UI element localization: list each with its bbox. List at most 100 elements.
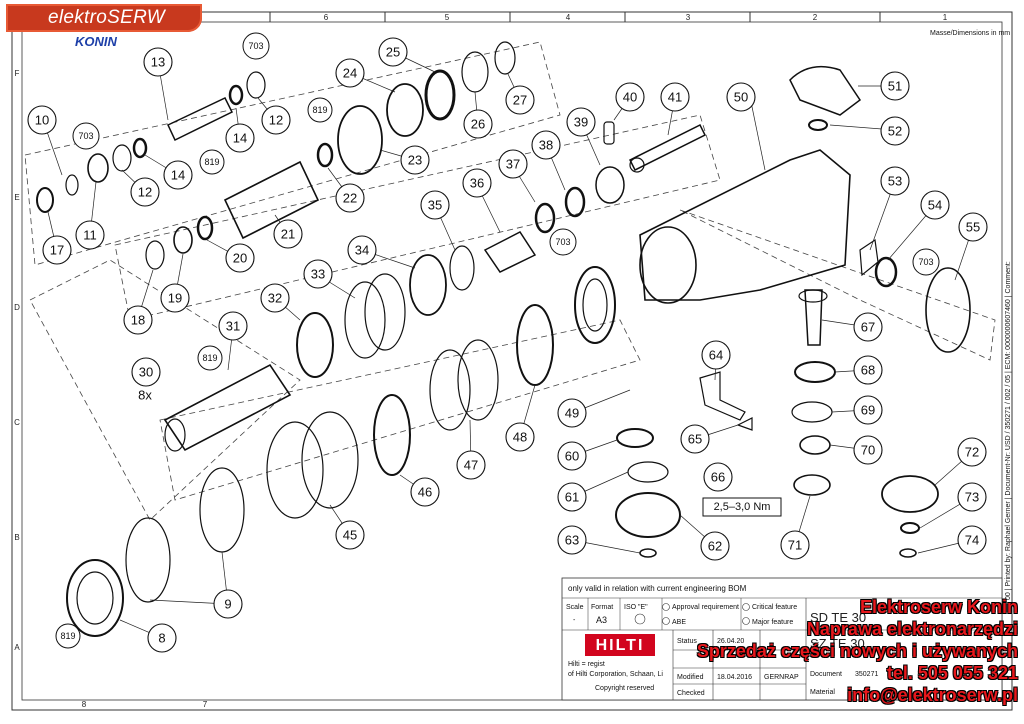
grid-col-4: 4	[566, 13, 571, 22]
callout-circles	[27, 37, 988, 653]
callout-39: 39	[574, 115, 588, 130]
callout-66: 66	[711, 470, 725, 485]
part-36-bolt	[483, 231, 537, 273]
callout-67: 67	[861, 320, 875, 335]
grid-col-3: 3	[686, 13, 691, 22]
modified-label: Modified	[677, 674, 704, 681]
callout-23: 23	[408, 153, 422, 168]
part-18-ring	[145, 240, 165, 270]
callout-61: 61	[565, 490, 579, 505]
callout-46: 46	[418, 485, 432, 500]
part-52-oring	[808, 119, 828, 131]
callout-24: 24	[343, 66, 357, 81]
part-12-ring-a	[112, 144, 132, 172]
part-33-spring-a	[344, 281, 386, 359]
status-label: Status	[677, 638, 697, 645]
callout-48: 48	[513, 430, 527, 445]
callout-numbers: 10 11 12 13 14 14 12 17 18 19 20 21 22 2…	[35, 41, 980, 646]
part-40-pin	[603, 121, 615, 145]
callout-32: 32	[268, 291, 282, 306]
callout-38: 38	[539, 138, 553, 153]
part-64-bracket	[699, 371, 746, 421]
callout-49: 49	[565, 406, 579, 421]
callout-21: 21	[281, 227, 295, 242]
part-33-spring-b	[364, 273, 406, 351]
part-9-ring-a	[125, 517, 171, 603]
callout-819b: 819	[204, 157, 219, 167]
callout-65: 65	[688, 432, 702, 447]
callout-68: 68	[861, 363, 875, 378]
owner-line-1: Hilti = regist	[568, 661, 605, 668]
callout-71: 71	[788, 538, 802, 553]
part-41-conrod	[628, 123, 707, 172]
critical-label: Critical feature	[752, 604, 797, 611]
modified-date: 18.04.2016	[717, 674, 752, 681]
callout-20: 20	[233, 251, 247, 266]
hilti-logo-text: HILTI	[596, 637, 645, 654]
part-14-oring-b	[228, 84, 244, 106]
callout-819d: 819	[60, 631, 75, 641]
callout-26: 26	[471, 117, 485, 132]
part-38-oring	[564, 186, 586, 218]
part-49-bearing-inner	[582, 278, 608, 332]
logo-banner	[6, 4, 202, 32]
status-date: 26.04.20	[717, 638, 744, 645]
part-32-ring	[296, 312, 334, 378]
major-checkbox	[742, 617, 750, 625]
callout-35: 35	[428, 198, 442, 213]
callout-11: 11	[83, 228, 97, 243]
callout-13: 13	[151, 55, 165, 70]
copyright: Copyright reserved	[595, 685, 654, 692]
format-label: Format	[591, 604, 613, 611]
part-20-oring	[196, 215, 214, 241]
part-23-bearing	[337, 105, 383, 175]
material-label: Material	[810, 689, 835, 696]
part-31-barrel-end	[164, 418, 186, 452]
units-note: Masse/Dimensions in mm	[930, 30, 1010, 37]
part-8-seal	[66, 559, 124, 637]
grid-row-A: A	[14, 643, 20, 652]
part-24-ring	[386, 83, 424, 137]
callout-14b: 14	[233, 131, 247, 146]
promo-line-email: info@elektroserw.pl	[847, 685, 1018, 705]
callout-63: 63	[565, 533, 579, 548]
promo-line-company: Elektroserw Konin	[859, 597, 1018, 617]
part-62-gear	[615, 492, 681, 538]
grid-col-1: 1	[943, 13, 948, 22]
abe-label: ABE	[672, 619, 686, 626]
grid-col-2: 2	[813, 13, 818, 22]
grid-top: 6 5 4 3 2 1 8 7	[82, 12, 948, 709]
callout-60: 60	[565, 449, 579, 464]
part-13-spindle	[167, 97, 234, 142]
callout-50: 50	[734, 90, 748, 105]
part-19-bushing	[173, 226, 193, 254]
callout-31: 31	[226, 319, 240, 334]
product-code-2: SZ TE 30	[810, 636, 865, 651]
callout-37: 37	[506, 157, 520, 172]
document-value: 350271	[855, 671, 878, 678]
callout-72: 72	[965, 445, 979, 460]
callout-69: 69	[861, 403, 875, 418]
callout-819c: 819	[202, 353, 217, 363]
part-50-housing	[639, 149, 851, 301]
callout-51: 51	[888, 79, 902, 94]
part-25-oring	[424, 69, 456, 121]
callout-14a: 14	[171, 168, 185, 183]
part-37-oring	[534, 202, 556, 234]
format-value: A3	[596, 615, 607, 625]
part-51-cap	[789, 65, 862, 116]
callout-18: 18	[131, 313, 145, 328]
hilti-logo	[585, 634, 655, 656]
part-21-tube	[223, 160, 320, 240]
callout-30: 30	[139, 365, 153, 380]
product-code-1: SD TE 30	[810, 610, 866, 625]
callout-25: 25	[386, 45, 400, 60]
callout-33: 33	[311, 267, 325, 282]
callout-54: 54	[928, 198, 942, 213]
callout-qty-8x: 8x	[138, 388, 152, 403]
part-10-ring	[65, 174, 79, 196]
part-34-washer	[409, 254, 447, 316]
grid-row-C: C	[14, 418, 20, 427]
callout-12a: 12	[138, 185, 152, 200]
